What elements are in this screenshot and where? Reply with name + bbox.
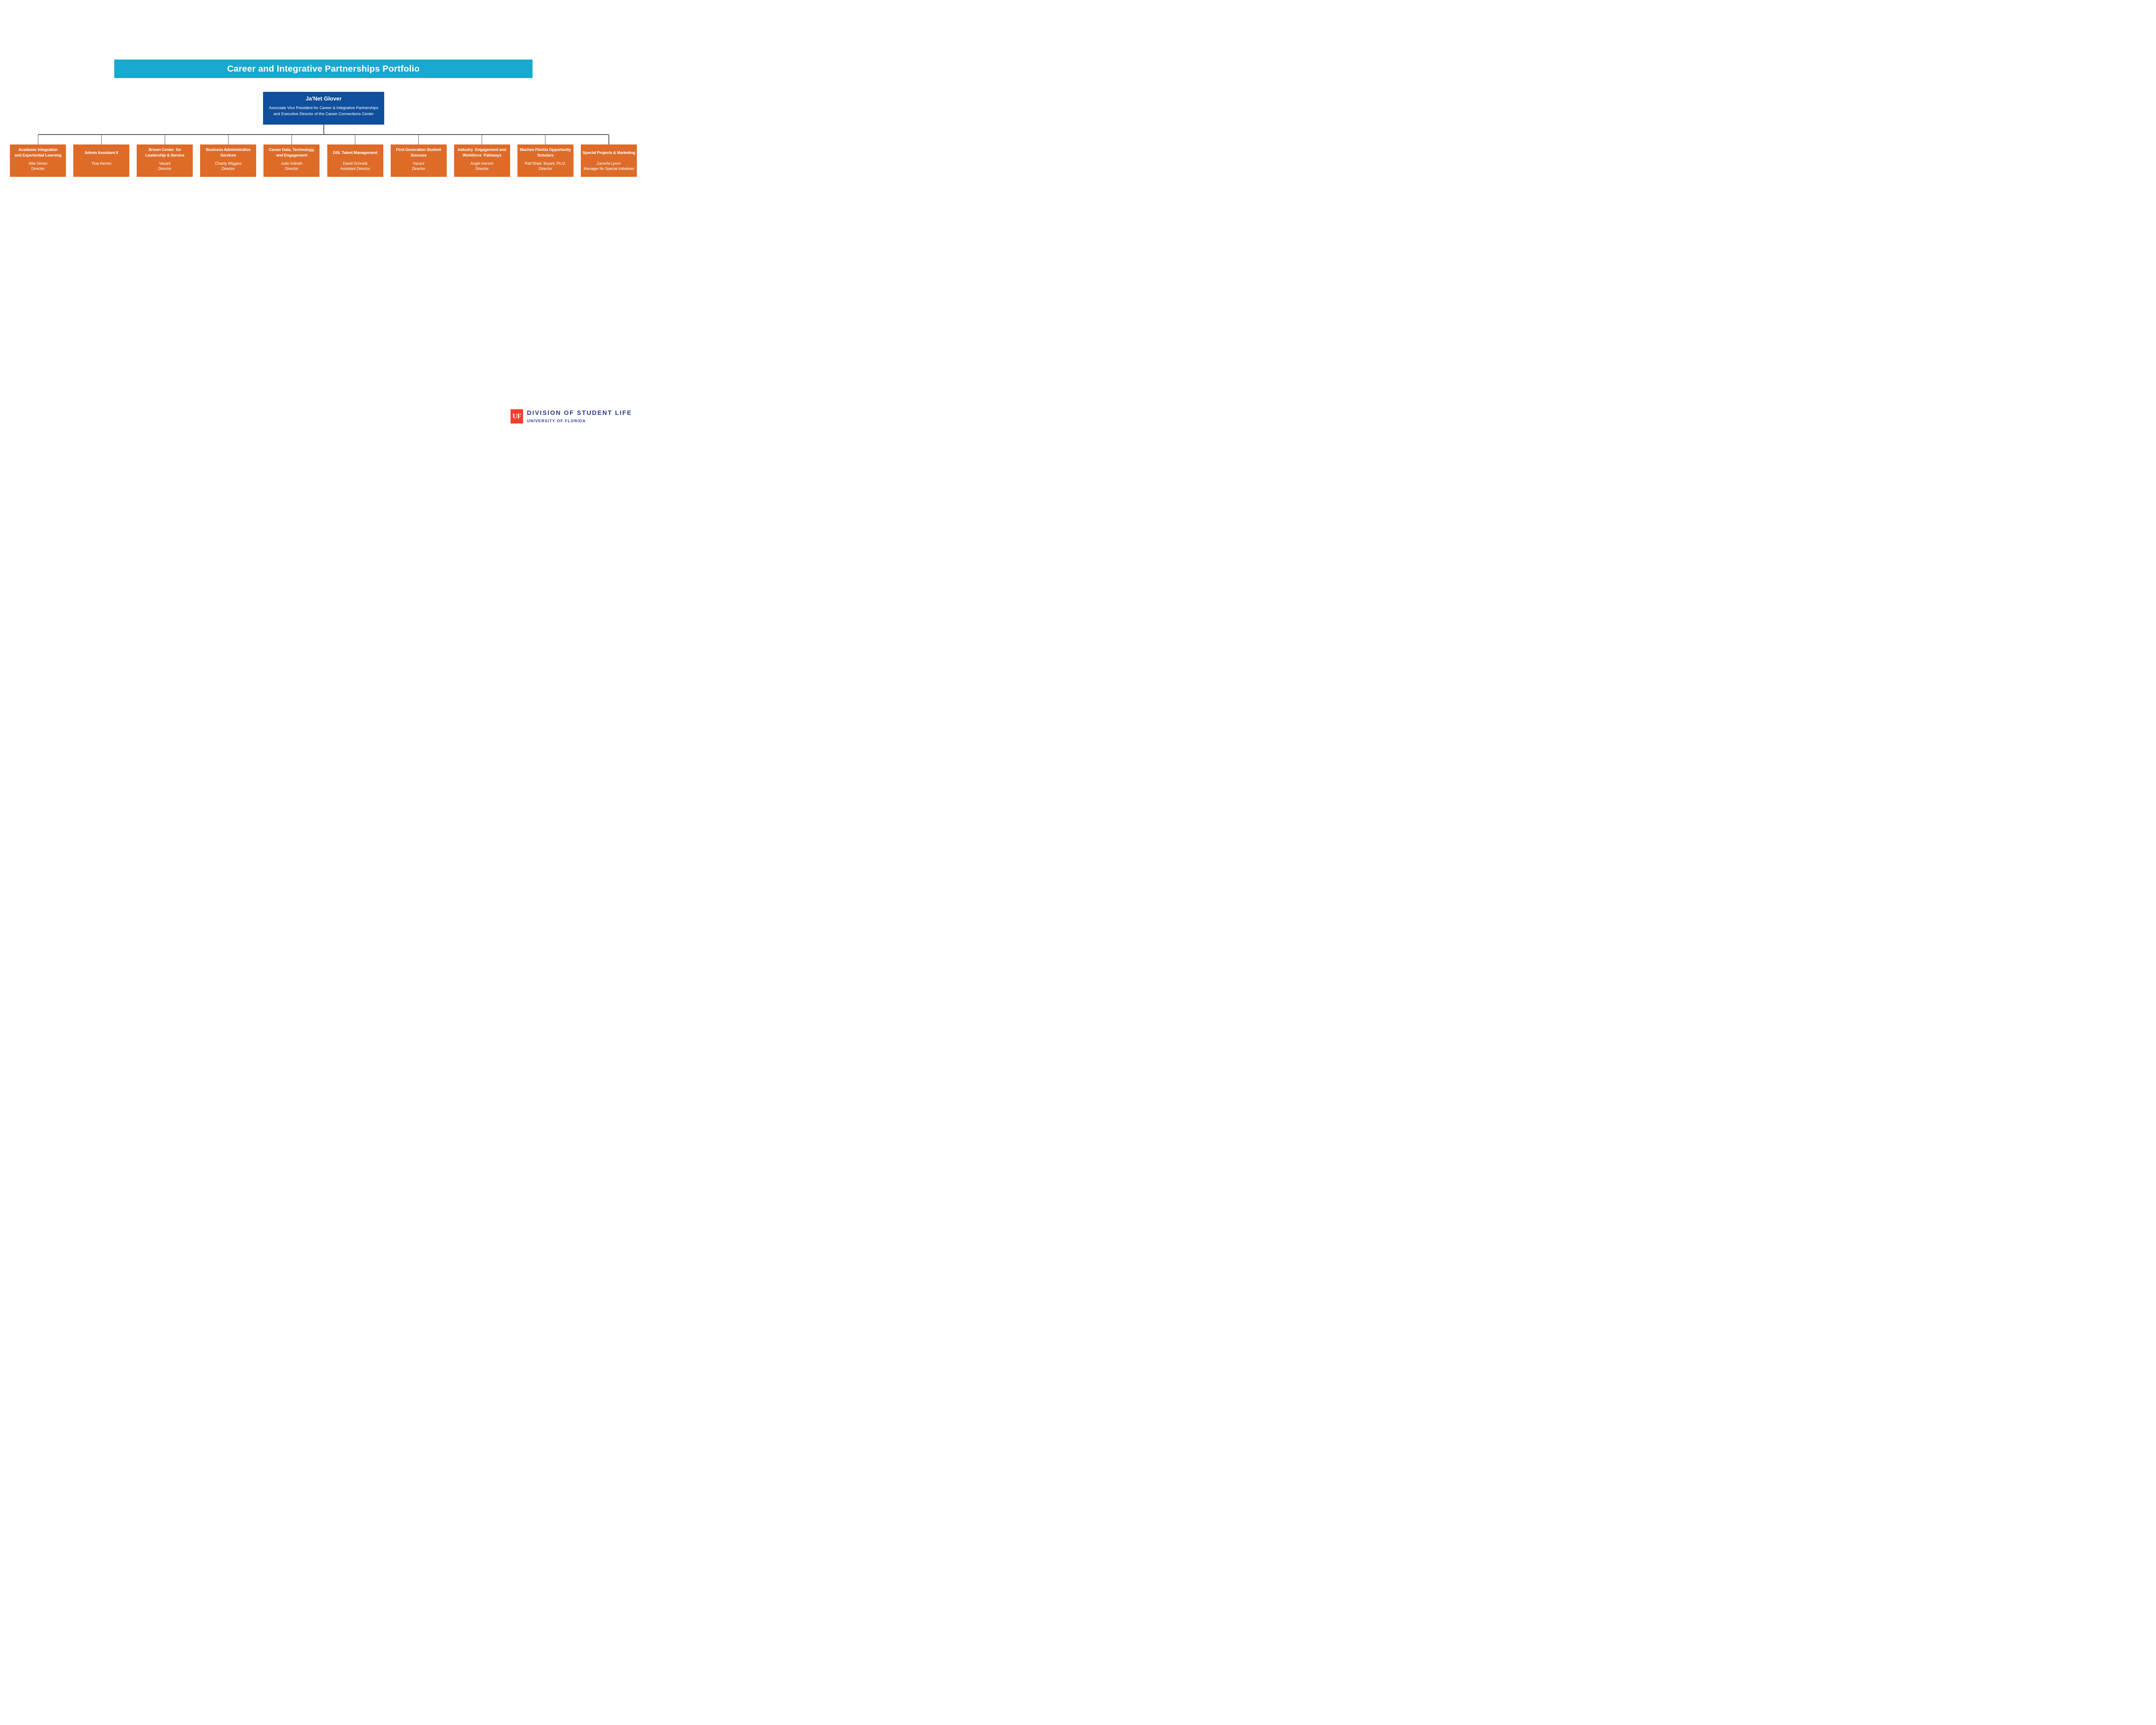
report-box: Industry Engagement and Workforce Pathwa…: [454, 144, 510, 177]
person-role: Assistant Director: [340, 166, 370, 171]
report-box: Machen Florida Opportunity Scholars Rah’…: [517, 144, 573, 177]
person-name: Vacant: [413, 161, 425, 166]
leader-title: Associate Vice President for Career & In…: [269, 106, 379, 116]
person-name: Julia Vollrath: [281, 161, 303, 166]
person-name: Allie Simon: [28, 161, 47, 166]
connector-line: [228, 135, 229, 144]
report-box: First Generation Student Success Vacant …: [390, 144, 447, 177]
connector-line: [323, 125, 324, 134]
connector-line: [608, 135, 609, 144]
unit-name: Machen Florida Opportunity Scholars: [520, 147, 571, 157]
person-name: Vacant: [159, 161, 171, 166]
report-box: Special Projects & Marketing Zanorfa Lyn…: [580, 144, 637, 177]
unit-name: Brown Center for Leadership & Service: [145, 147, 185, 157]
report-box: Career Data, Technology, and Engagement …: [263, 144, 320, 177]
connector-line: [101, 135, 102, 144]
report-box: DSL Talent Management David Schmidt Assi…: [327, 144, 383, 177]
connector-line: [418, 135, 419, 144]
leader-box: Ja'Net Glover Associate Vice President f…: [263, 92, 384, 125]
connector-line: [291, 135, 292, 144]
logo-text: DIVISION OF STUDENT LIFE UNIVERSITY OF F…: [527, 409, 632, 423]
person-role: Director: [221, 166, 235, 171]
person-name: Tina Herren: [91, 161, 112, 166]
person-role: Director: [475, 166, 489, 171]
unit-name: First Generation Student Success: [396, 147, 441, 157]
leader-name: Ja'Net Glover: [305, 95, 342, 102]
unit-name: Career Data, Technology, and Engagement: [269, 147, 315, 157]
unit-name: DSL Talent Management: [333, 150, 377, 155]
direct-reports-row: Academic Integration and Experiential Le…: [10, 144, 637, 177]
report-box: Admin Assistant II Tina Herren: [73, 144, 130, 177]
page-title: Career and Integrative Partnerships Port…: [227, 63, 420, 74]
person-role: Director: [31, 166, 45, 171]
person-name: Angel Iverson: [470, 161, 494, 166]
person-role: Director: [158, 166, 172, 171]
unit-name: Admin Assistant II: [85, 150, 118, 155]
person-role: Director: [285, 166, 298, 171]
person-role: Manager for Special Initiatives: [583, 166, 634, 171]
org-chart-canvas: Career and Integrative Partnerships Port…: [0, 0, 647, 431]
logo-division-line: DIVISION OF STUDENT LIFE: [527, 410, 632, 417]
report-box: Brown Center for Leadership & Service Va…: [137, 144, 193, 177]
report-box: Business Administrative Services Charity…: [200, 144, 257, 177]
person-name: Rah’Shad Bryant, Ph.D.: [524, 161, 566, 166]
unit-name: Industry Engagement and Workforce Pathwa…: [458, 147, 506, 157]
logo-university-line: UNIVERSITY OF FLORIDA: [527, 419, 586, 423]
title-banner: Career and Integrative Partnerships Port…: [114, 60, 533, 78]
person-name: Zanorfa Lynch: [597, 161, 621, 166]
unit-name: Special Projects & Marketing: [582, 150, 635, 155]
connector-line: [38, 134, 609, 135]
footer-logo: UF DIVISION OF STUDENT LIFE UNIVERSITY O…: [511, 409, 632, 423]
person-name: David Schmidt: [343, 161, 367, 166]
unit-name: Academic Integration and Experiential Le…: [14, 147, 62, 157]
uf-monogram-icon: UF: [511, 409, 523, 423]
person-name: Charity Wiggins: [215, 161, 242, 166]
person-role: Director: [539, 166, 552, 171]
person-role: Director: [412, 166, 426, 171]
report-box: Academic Integration and Experiential Le…: [10, 144, 66, 177]
unit-name: Business Administrative Services: [206, 147, 251, 157]
